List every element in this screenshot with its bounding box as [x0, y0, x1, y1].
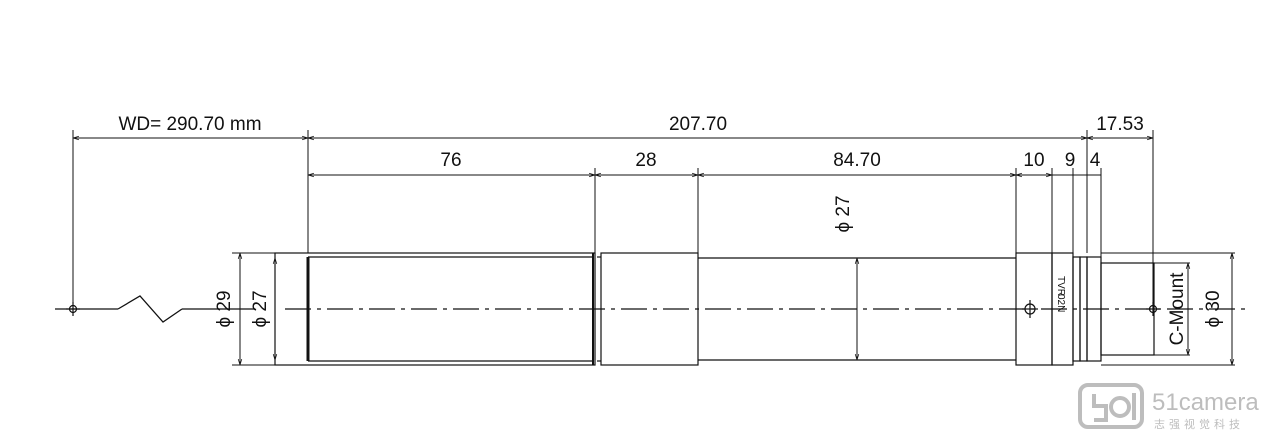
segment-length-28: 28	[635, 150, 656, 171]
extension-lines	[72, 130, 1235, 366]
segment-length-9: 9	[1065, 150, 1076, 171]
right-diameter-label: ϕ 30	[1203, 290, 1224, 327]
break-symbol	[117, 295, 183, 323]
ring-label-tvr: TVR	[1055, 276, 1066, 296]
working-distance-label: WD= 290.70 mm	[118, 114, 261, 135]
left-inner-diameter-label: ϕ 27	[250, 290, 271, 327]
reference-points	[66, 300, 1160, 318]
ring-label-02n: 02N	[1055, 294, 1066, 312]
barrel-diameter-label: ϕ 27	[833, 195, 854, 232]
segment-length-76: 76	[440, 150, 461, 171]
segment-length-4: 4	[1090, 150, 1101, 171]
segment-length-84-70: 84.70	[833, 150, 881, 171]
segment-length-10: 10	[1023, 150, 1044, 171]
watermark-subtitle: 志强视觉科技	[1154, 417, 1244, 431]
watermark-logo	[1078, 383, 1144, 429]
left-outer-diameter-label: ϕ 29	[214, 290, 235, 327]
total-length-label: 207.70	[669, 114, 727, 135]
flange-distance-label: 17.53	[1096, 114, 1144, 135]
lens-body	[274, 252, 1155, 366]
c-mount-label: C-Mount	[1167, 272, 1188, 346]
watermark-brand: 51camera	[1152, 389, 1259, 416]
